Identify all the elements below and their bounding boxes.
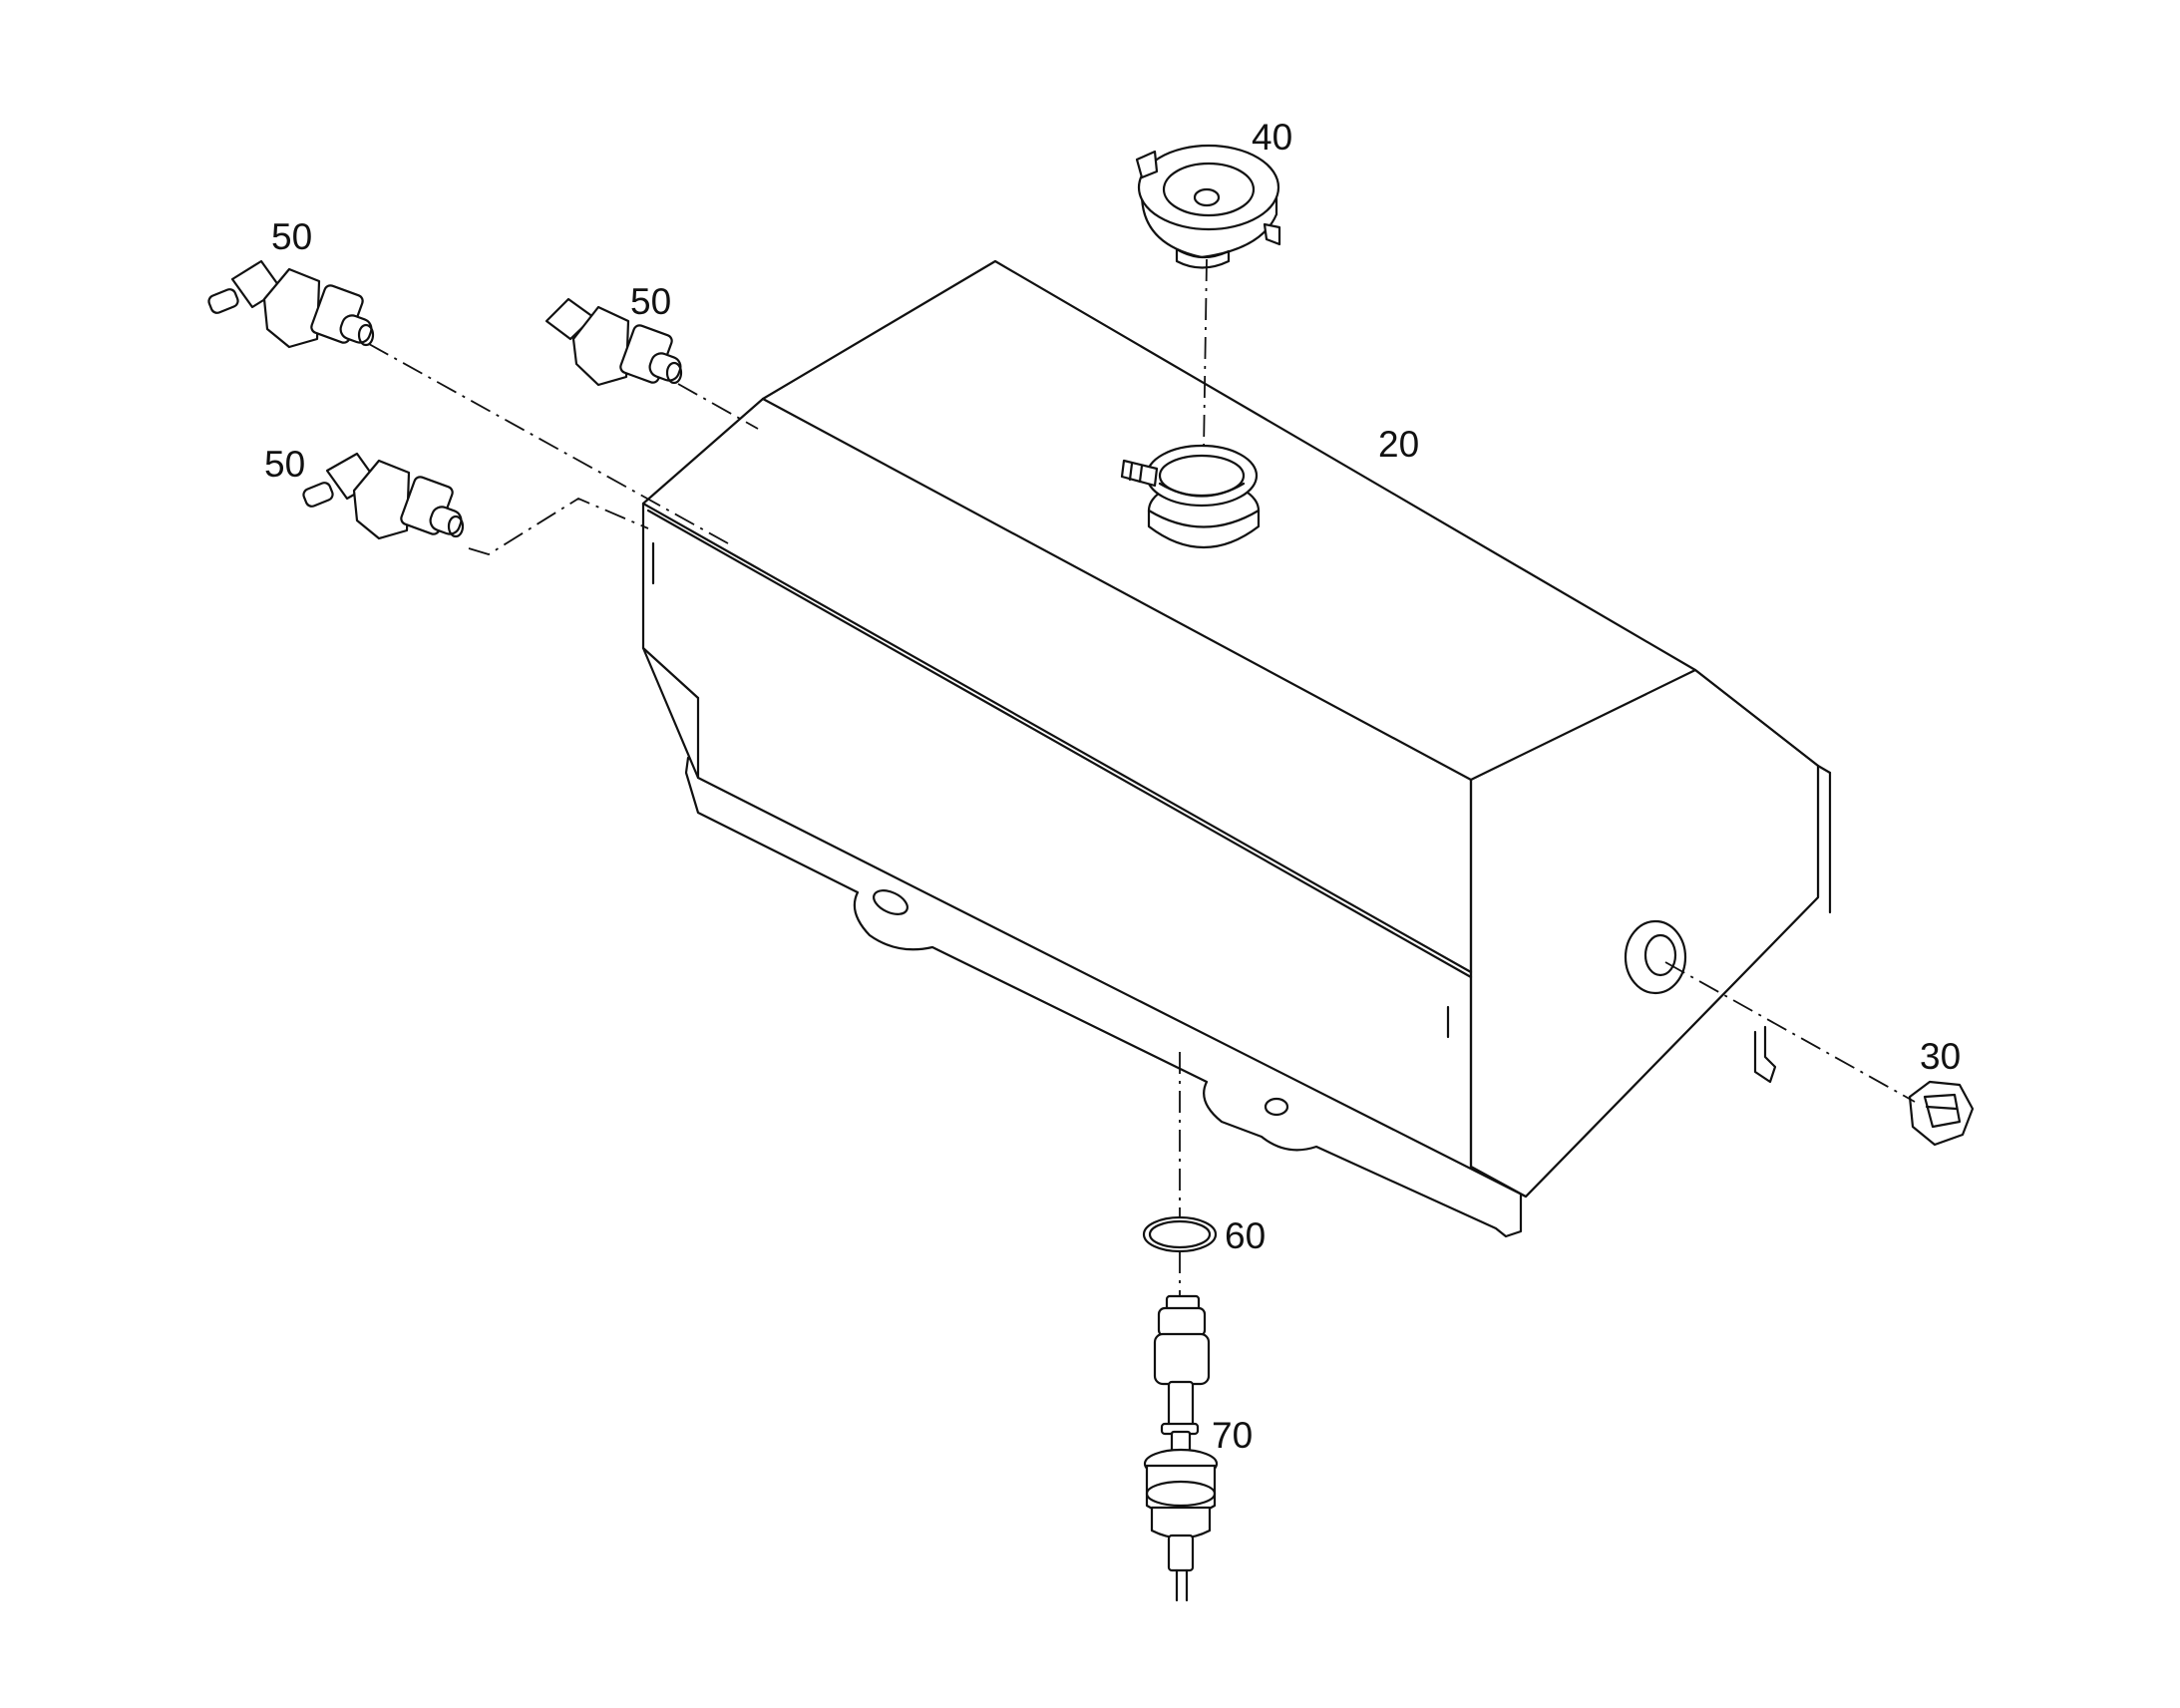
callout-70: 70 bbox=[1212, 1415, 1253, 1456]
callout-50-top-center: 50 bbox=[630, 281, 671, 322]
callout-30: 30 bbox=[1920, 1036, 1961, 1077]
filler-cap bbox=[1135, 144, 1281, 269]
plug-nut bbox=[1908, 1080, 1975, 1147]
temperature-sensor-middle-left bbox=[302, 452, 465, 540]
callout-60: 60 bbox=[1225, 1215, 1266, 1256]
callout-40: 40 bbox=[1252, 117, 1292, 158]
expansion-tank bbox=[641, 259, 1832, 1238]
level-sensor bbox=[1143, 1294, 1219, 1602]
callout-50-middle-left: 50 bbox=[264, 444, 305, 485]
temperature-sensor-top-left bbox=[207, 259, 375, 349]
assembly-centerlines bbox=[368, 258, 1916, 1296]
o-ring bbox=[1142, 1215, 1218, 1253]
callout-50-top-left: 50 bbox=[271, 216, 312, 257]
temperature-sensor-top-center bbox=[545, 297, 683, 387]
filler-neck bbox=[1120, 444, 1261, 549]
callout-20: 20 bbox=[1378, 424, 1419, 465]
